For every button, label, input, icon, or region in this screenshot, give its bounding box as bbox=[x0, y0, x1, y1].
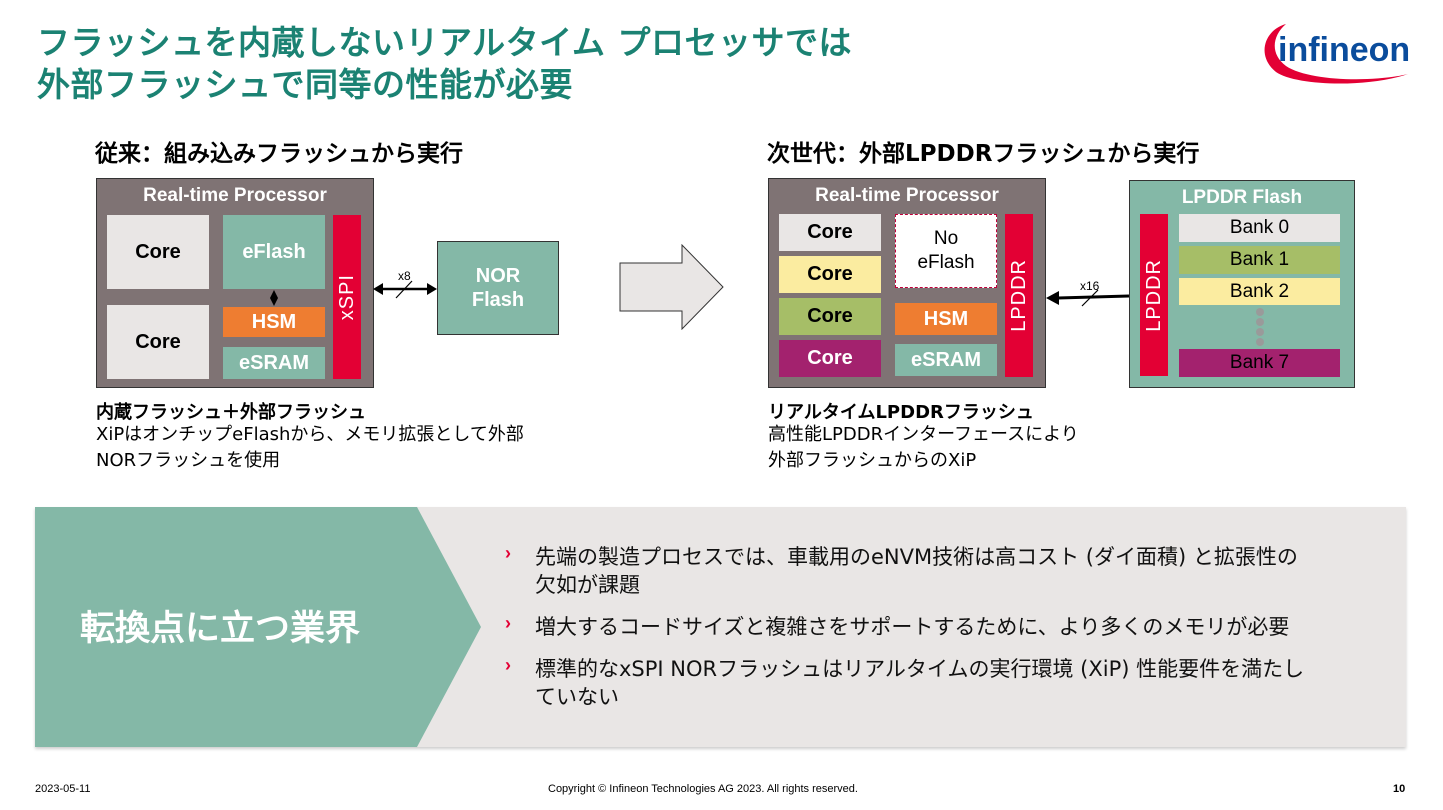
left-caption-title: 内蔵フラッシュ＋外部フラッシュ bbox=[96, 402, 366, 423]
processor-title: Real-time Processor bbox=[143, 185, 327, 206]
x16-bus-arrow: x16 bbox=[1046, 279, 1130, 307]
logo-text: infineon bbox=[1278, 31, 1410, 69]
core-block: Core bbox=[779, 214, 881, 251]
lpddr-interface: LPDDR bbox=[1005, 214, 1033, 377]
bullet-text: 増大するコードサイズと複雑さをサポートするために、より多くのメモリが必要 bbox=[535, 613, 1289, 641]
lpddr-flash-title: LPDDR Flash bbox=[1181, 187, 1303, 208]
nor-flash-line-1: NOR bbox=[475, 265, 521, 287]
bullet-item: › 先端の製造プロセスでは、車載用のeNVM技術は高コスト (ダイ面積) と拡張… bbox=[505, 543, 1385, 599]
xspi-label: xSPI bbox=[335, 273, 358, 321]
bullet-line: 標準的なxSPI NORフラッシュはリアルタイムの実行環境 (XiP) 性能要件… bbox=[535, 657, 1305, 681]
bullet-item: › 増大するコードサイズと複雑さをサポートするために、より多くのメモリが必要 bbox=[505, 613, 1385, 641]
transition-arrow bbox=[619, 244, 724, 330]
x16-label: x16 bbox=[1080, 279, 1100, 293]
lpddr-flash-block: LPDDR Flash LPDDR Bank 0 Bank 1 Bank 2 B… bbox=[1129, 180, 1355, 388]
right-caption-title: リアルタイムLPDDRフラッシュ bbox=[768, 402, 1034, 423]
headline-chevron bbox=[35, 507, 481, 747]
connector-diamond bbox=[269, 289, 279, 307]
xspi-interface: xSPI bbox=[333, 215, 361, 379]
left-heading: 従来：組み込みフラッシュから実行 bbox=[95, 141, 463, 167]
slide-title: フラッシュを内蔵しないリアルタイム プロセッサでは 外部フラッシュで同等の性能が… bbox=[37, 22, 852, 106]
core-block: Core bbox=[107, 305, 209, 379]
esram-block: eSRAM bbox=[895, 344, 997, 376]
bank-block: Bank 2 bbox=[1179, 278, 1340, 305]
bullet-text: 標準的なxSPI NORフラッシュはリアルタイムの実行環境 (XiP) 性能要件… bbox=[535, 655, 1304, 711]
nor-flash-line-2: Flash bbox=[471, 289, 525, 311]
right-caption-line-1: 高性能LPDDRインターフェースにより bbox=[768, 424, 1079, 445]
summary-bullets: › 先端の製造プロセスでは、車載用のeNVM技術は高コスト (ダイ面積) と拡張… bbox=[505, 543, 1385, 711]
page-number: 10 bbox=[1393, 783, 1406, 795]
footer-copyright: Copyright © Infineon Technologies AG 202… bbox=[548, 783, 858, 795]
footer-date: 2023-05-11 bbox=[35, 783, 91, 795]
core-block: Core bbox=[779, 256, 881, 293]
core-block: Core bbox=[779, 298, 881, 335]
bullet-line: ていない bbox=[535, 685, 619, 709]
core-block: Core bbox=[107, 215, 209, 289]
no-eflash-block: No eFlash bbox=[895, 214, 997, 288]
esram-block: eSRAM bbox=[223, 347, 325, 379]
bullet-marker: › bbox=[505, 655, 511, 675]
x8-label: x8 bbox=[398, 269, 411, 283]
nor-flash-block: NOR Flash bbox=[437, 241, 559, 335]
bank-block: Bank 1 bbox=[1179, 246, 1340, 274]
bank-block: Bank 7 bbox=[1179, 349, 1340, 377]
no-eflash-line-2: eFlash bbox=[917, 252, 975, 273]
right-caption-line-2: 外部フラッシュからのXiP bbox=[768, 450, 977, 471]
left-processor-block: Real-time Processor Core Core eFlash HSM… bbox=[96, 178, 374, 388]
processor-title: Real-time Processor bbox=[815, 185, 999, 206]
right-processor-block: Real-time Processor Core Core Core Core … bbox=[768, 178, 1046, 388]
right-caption-text: 高性能LPDDRインターフェースにより 外部フラッシュからのXiP bbox=[768, 422, 1079, 474]
infineon-logo: infineon bbox=[1264, 24, 1410, 84]
right-heading: 次世代：外部LPDDRフラッシュから実行 bbox=[767, 141, 1200, 167]
left-caption-text: XiPはオンチップeFlashから、メモリ拡張として外部 NORフラッシュを使用 bbox=[96, 422, 524, 474]
eflash-block: eFlash bbox=[223, 215, 325, 289]
title-line-1: フラッシュを内蔵しないリアルタイム プロセッサでは bbox=[37, 23, 852, 62]
bullet-marker: › bbox=[505, 613, 511, 633]
x8-bus-arrow: x8 bbox=[373, 269, 437, 299]
bullet-marker: › bbox=[505, 543, 511, 563]
title-line-2: 外部フラッシュで同等の性能が必要 bbox=[37, 65, 573, 104]
bullet-text: 先端の製造プロセスでは、車載用のeNVM技術は高コスト (ダイ面積) と拡張性の… bbox=[535, 543, 1298, 599]
left-caption-line-2: NORフラッシュを使用 bbox=[96, 450, 281, 471]
bank-block: Bank 0 bbox=[1179, 214, 1340, 242]
bullet-item: › 標準的なxSPI NORフラッシュはリアルタイムの実行環境 (XiP) 性能… bbox=[505, 655, 1385, 711]
flash-lpddr-label: LPDDR bbox=[1142, 258, 1165, 332]
lpddr-label: LPDDR bbox=[1007, 259, 1030, 332]
bullet-line: 欠如が課題 bbox=[535, 573, 640, 597]
flash-lpddr-interface: LPDDR bbox=[1140, 214, 1168, 376]
bullet-line: 増大するコードサイズと複雑さをサポートするために、より多くのメモリが必要 bbox=[535, 615, 1290, 639]
core-block: Core bbox=[779, 340, 881, 377]
summary-headline: 転換点に立つ業界 bbox=[80, 609, 361, 649]
hsm-block: HSM bbox=[895, 303, 997, 335]
no-eflash-line-1: No bbox=[933, 228, 959, 249]
bullet-line: 先端の製造プロセスでは、車載用のeNVM技術は高コスト (ダイ面積) と拡張性の bbox=[535, 545, 1298, 569]
left-caption-line-1: XiPはオンチップeFlashから、メモリ拡張として外部 bbox=[96, 424, 524, 445]
ellipsis-dots bbox=[1256, 308, 1264, 346]
hsm-block: HSM bbox=[223, 307, 325, 337]
